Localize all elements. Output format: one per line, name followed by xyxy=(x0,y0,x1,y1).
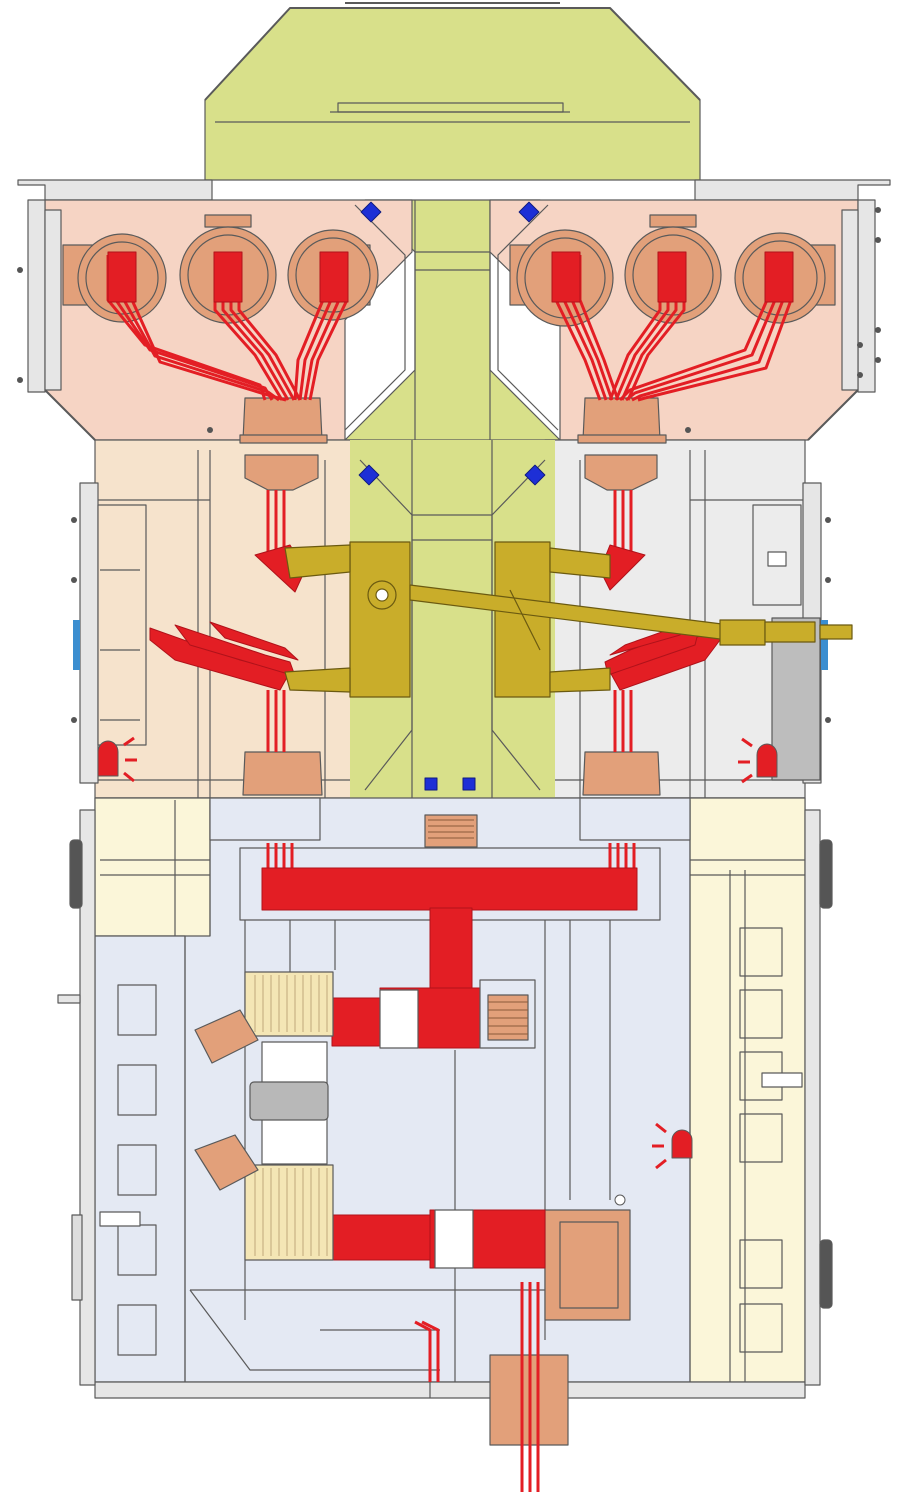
operating-mechanism xyxy=(284,541,853,698)
alarm-light-middle-left xyxy=(97,736,137,783)
breaker-poles xyxy=(194,819,536,1269)
alarm-light-middle-right xyxy=(738,737,778,784)
fasteners xyxy=(17,207,881,1206)
middle-compartments xyxy=(73,439,828,799)
indicators xyxy=(358,201,546,791)
alarm-light-lower-right xyxy=(652,1122,693,1170)
